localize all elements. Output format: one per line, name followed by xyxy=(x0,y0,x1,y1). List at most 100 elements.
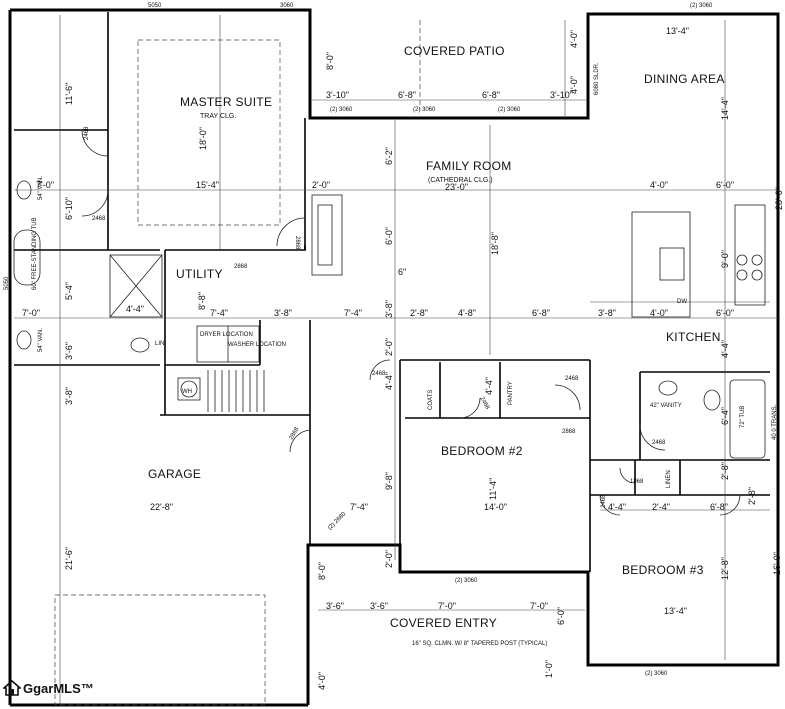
dim-text: 6'-8" xyxy=(710,502,728,512)
door-label: 2868 xyxy=(289,426,301,441)
shower xyxy=(109,254,163,318)
dim-text: 9'-0" xyxy=(720,250,730,268)
door-label: 2468 xyxy=(372,371,386,377)
dim-text: 2'-0" xyxy=(312,180,330,190)
dim-text: 6'-10" xyxy=(64,197,74,220)
fixture-slider: 6080 SLDR. xyxy=(594,62,600,95)
door-label: 2468 xyxy=(478,396,490,411)
dim-text: 2'-8" xyxy=(747,487,757,505)
dim-text: 3'-10" xyxy=(326,90,349,100)
dim-text: 2'-0" xyxy=(384,338,394,356)
water-heater xyxy=(177,377,201,401)
dimension-lines xyxy=(14,15,780,705)
dim-text: 6'-0" xyxy=(556,607,566,625)
fixture-column-note: 16" SQ. CLMN. W/ 8" TAPERED POST (TYPICA… xyxy=(412,641,547,647)
fixture-washer: WASHER LOCATION xyxy=(228,342,286,348)
dim-text: 7'-0" xyxy=(438,601,456,611)
fixture-lin: LIN xyxy=(155,341,164,347)
family-ceiling-note: (CATHEDRAL CLG.) xyxy=(428,177,493,184)
fixture-freestanding-tub: 60" FREE-STANDING TUB xyxy=(32,217,38,290)
window-label: (2) 3060 xyxy=(645,671,668,677)
dim-text: 15'-4" xyxy=(196,180,219,190)
window-label: (2) 3060 xyxy=(498,107,521,113)
dim-text: 14'-4" xyxy=(720,97,730,120)
dim-text: 12'-8" xyxy=(720,557,730,580)
dim-text: 6'-0" xyxy=(716,180,734,190)
fixture-vanity: 42" VANITY xyxy=(650,403,682,409)
door-label: 2468 xyxy=(601,494,607,508)
dim-text: 6'-8" xyxy=(398,90,416,100)
dim-text: 21'-6" xyxy=(64,547,74,570)
dim-text: 16'-0" xyxy=(772,552,782,575)
dim-text: 4'-0" xyxy=(569,30,579,48)
dim-text: 3'-8" xyxy=(598,308,616,318)
room-label-dining-area: DINING AREA xyxy=(644,72,725,86)
window-label: (2) 3060 xyxy=(413,107,436,113)
window-label: (2) 3060 xyxy=(690,3,713,9)
fixture-dryer: DRYER LOCATION xyxy=(200,332,253,338)
watermark-logo: GgarMLS™ xyxy=(3,680,94,696)
door-label: 2468 xyxy=(652,440,666,446)
dim-text: 3'-8" xyxy=(384,300,394,318)
fixture-wh: WH xyxy=(182,389,192,395)
dim-text: 4'-0" xyxy=(650,308,668,318)
kitchen-island xyxy=(631,211,691,318)
dim-text: 13'-4" xyxy=(664,606,687,616)
dim-text: 3'-6" xyxy=(326,601,344,611)
dim-text: 3'-6" xyxy=(370,601,388,611)
fixture-vanity-1: 54" VAN. xyxy=(38,176,44,200)
room-label-covered-entry: COVERED ENTRY xyxy=(390,616,497,630)
sink-1 xyxy=(16,180,32,200)
dim-text: 11'-6" xyxy=(64,83,74,105)
dim-text: 6'-4" xyxy=(720,407,730,425)
toilet-bath xyxy=(703,389,721,411)
dim-text: 1'-0" xyxy=(544,660,554,678)
dim-text: 4'-4" xyxy=(126,304,144,314)
door-label: 2468 xyxy=(565,376,579,382)
house-icon xyxy=(3,680,21,696)
dim-text: 4'-4" xyxy=(384,372,394,390)
door-label: 2868 xyxy=(294,236,300,250)
door-label: 2868 xyxy=(562,429,576,435)
room-label-garage: GARAGE xyxy=(148,467,201,481)
fixture-linen: LINEN xyxy=(666,470,672,488)
room-label-utility: UTILITY xyxy=(176,267,223,281)
exterior-walls xyxy=(8,8,780,707)
dim-text: 6'-0" xyxy=(384,227,394,245)
fixture-tub: 72" TUB xyxy=(740,406,746,428)
dim-text: 3'-8" xyxy=(64,387,74,405)
dim-text: 7'-0" xyxy=(36,180,54,190)
dim-text: 4'-0" xyxy=(569,76,579,94)
window-label: (2) 3060 xyxy=(330,107,353,113)
dimension-texts: 8'-0" 4'-0" 4'-0" 13'-4" 3'-10" 6'-8" 6'… xyxy=(22,26,784,690)
fixture-coats: COATS xyxy=(428,390,434,410)
fixture-transom: 40 0 TRANS. xyxy=(772,404,778,440)
room-label-kitchen: KITCHEN xyxy=(666,330,721,344)
window-label: 5050 xyxy=(148,3,162,9)
dim-text: 6'-2" xyxy=(384,147,394,165)
dim-text: 8'-0" xyxy=(317,562,327,580)
dim-text: 4'-0" xyxy=(317,672,327,690)
watermark-text: GgarMLS™ xyxy=(23,680,94,696)
fixture-window-left: 5050 xyxy=(4,276,10,290)
dim-text: 4'-4" xyxy=(608,502,626,512)
dim-text: 8'-0" xyxy=(325,52,335,70)
dim-text: 8'-8" xyxy=(197,292,207,310)
dim-text: 6'-8" xyxy=(532,308,550,318)
room-label-covered-patio: COVERED PATIO xyxy=(404,44,505,58)
dim-text: 3'-10" xyxy=(550,90,573,100)
dim-text: 6'-0" xyxy=(716,308,734,318)
dim-text: 7'-4" xyxy=(350,502,368,512)
dim-text: 4'-4" xyxy=(720,340,730,358)
fixtures xyxy=(13,180,766,459)
dim-text: 7'-4" xyxy=(210,308,228,318)
door-label: 2468 xyxy=(92,216,106,222)
fixture-dw: DW xyxy=(677,299,687,305)
dim-text: 3'-6" xyxy=(64,342,74,360)
door-label: 2868 xyxy=(234,264,248,270)
fixture-vanity-2: 54" VAN. xyxy=(38,328,44,352)
dim-text: 9'-8" xyxy=(384,472,394,490)
dim-text: 28'-0" xyxy=(774,187,784,210)
door-label: 2468 xyxy=(84,126,90,140)
